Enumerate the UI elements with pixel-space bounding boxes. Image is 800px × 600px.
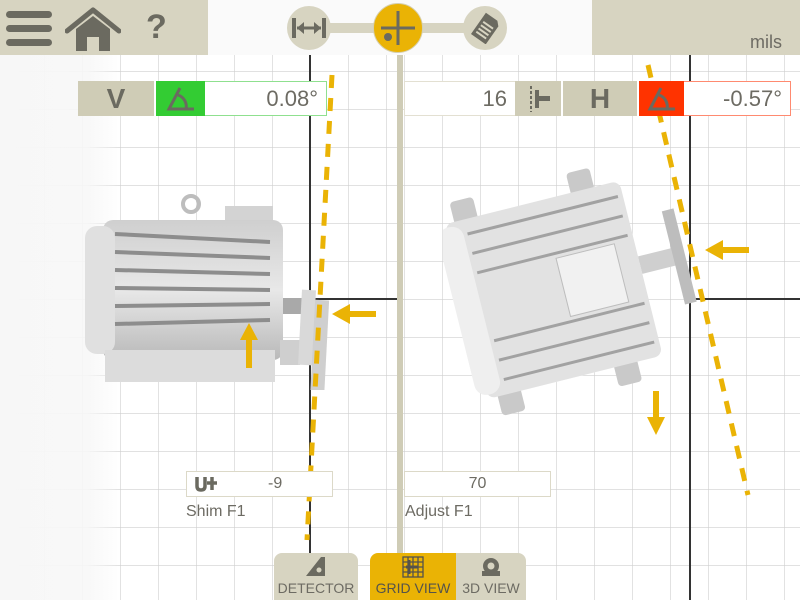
horizontal-readout: 16 H -0.57° [404,81,791,116]
horizontal-offset-value: 16 [404,81,515,116]
tab-grid-view[interactable]: GRID VIEW [370,553,456,600]
crosshair-icon [381,11,415,45]
hamburger-menu-icon[interactable] [6,10,52,48]
shim-f1-caption: Shim F1 [186,503,246,520]
step-measure-distances[interactable] [287,6,331,50]
vertical-view-pane [0,55,397,600]
vertical-label: V [78,81,154,116]
shim-f1-field[interactable]: -9 [186,471,333,497]
horizontal-angle-status [639,81,684,116]
tab-detector[interactable]: DETECTOR [274,553,358,600]
pane-divider [397,55,403,600]
grid-view-icon [402,556,424,578]
3d-view-icon [482,558,500,576]
shim-f1-value: -9 [268,475,283,492]
angle-icon [647,86,675,110]
step-navigation [287,3,509,53]
adjust-f1-caption: Adjust F1 [405,503,473,520]
step-alignment[interactable] [373,3,423,53]
horizontal-distance-icon [292,18,326,38]
vertical-angle-status [156,81,205,116]
horizontal-view-pane [403,55,800,600]
vertical-angle-value: 0.08° [205,81,327,116]
view-tabs: DETECTOR GRID VIEW 3D VIEW [274,553,526,600]
adjust-f1-field[interactable]: 70 [404,471,551,497]
report-document-icon [470,12,499,44]
vertical-alignment-line [240,74,376,541]
help-icon[interactable]: ? [146,8,167,46]
offset-gap-icon [515,81,561,116]
motor-top-view [443,168,697,416]
angle-icon [166,86,194,110]
horizontal-alignment-line [645,64,751,496]
adjust-f1-value: 70 [468,475,487,492]
units-label: mils [750,32,782,52]
units-panel: mils [592,0,800,55]
home-icon[interactable] [64,7,122,51]
horizontal-angle-value: -0.57° [684,81,791,116]
motor-side-view [85,194,330,390]
step-report[interactable] [463,6,507,50]
shim-icon [195,477,217,492]
detector-icon [306,557,325,576]
top-toolbar: ? [0,0,208,55]
vertical-readout: V 0.08° [78,81,327,116]
horizontal-label: H [563,81,637,116]
tab-3d-view[interactable]: 3D VIEW [456,553,526,600]
